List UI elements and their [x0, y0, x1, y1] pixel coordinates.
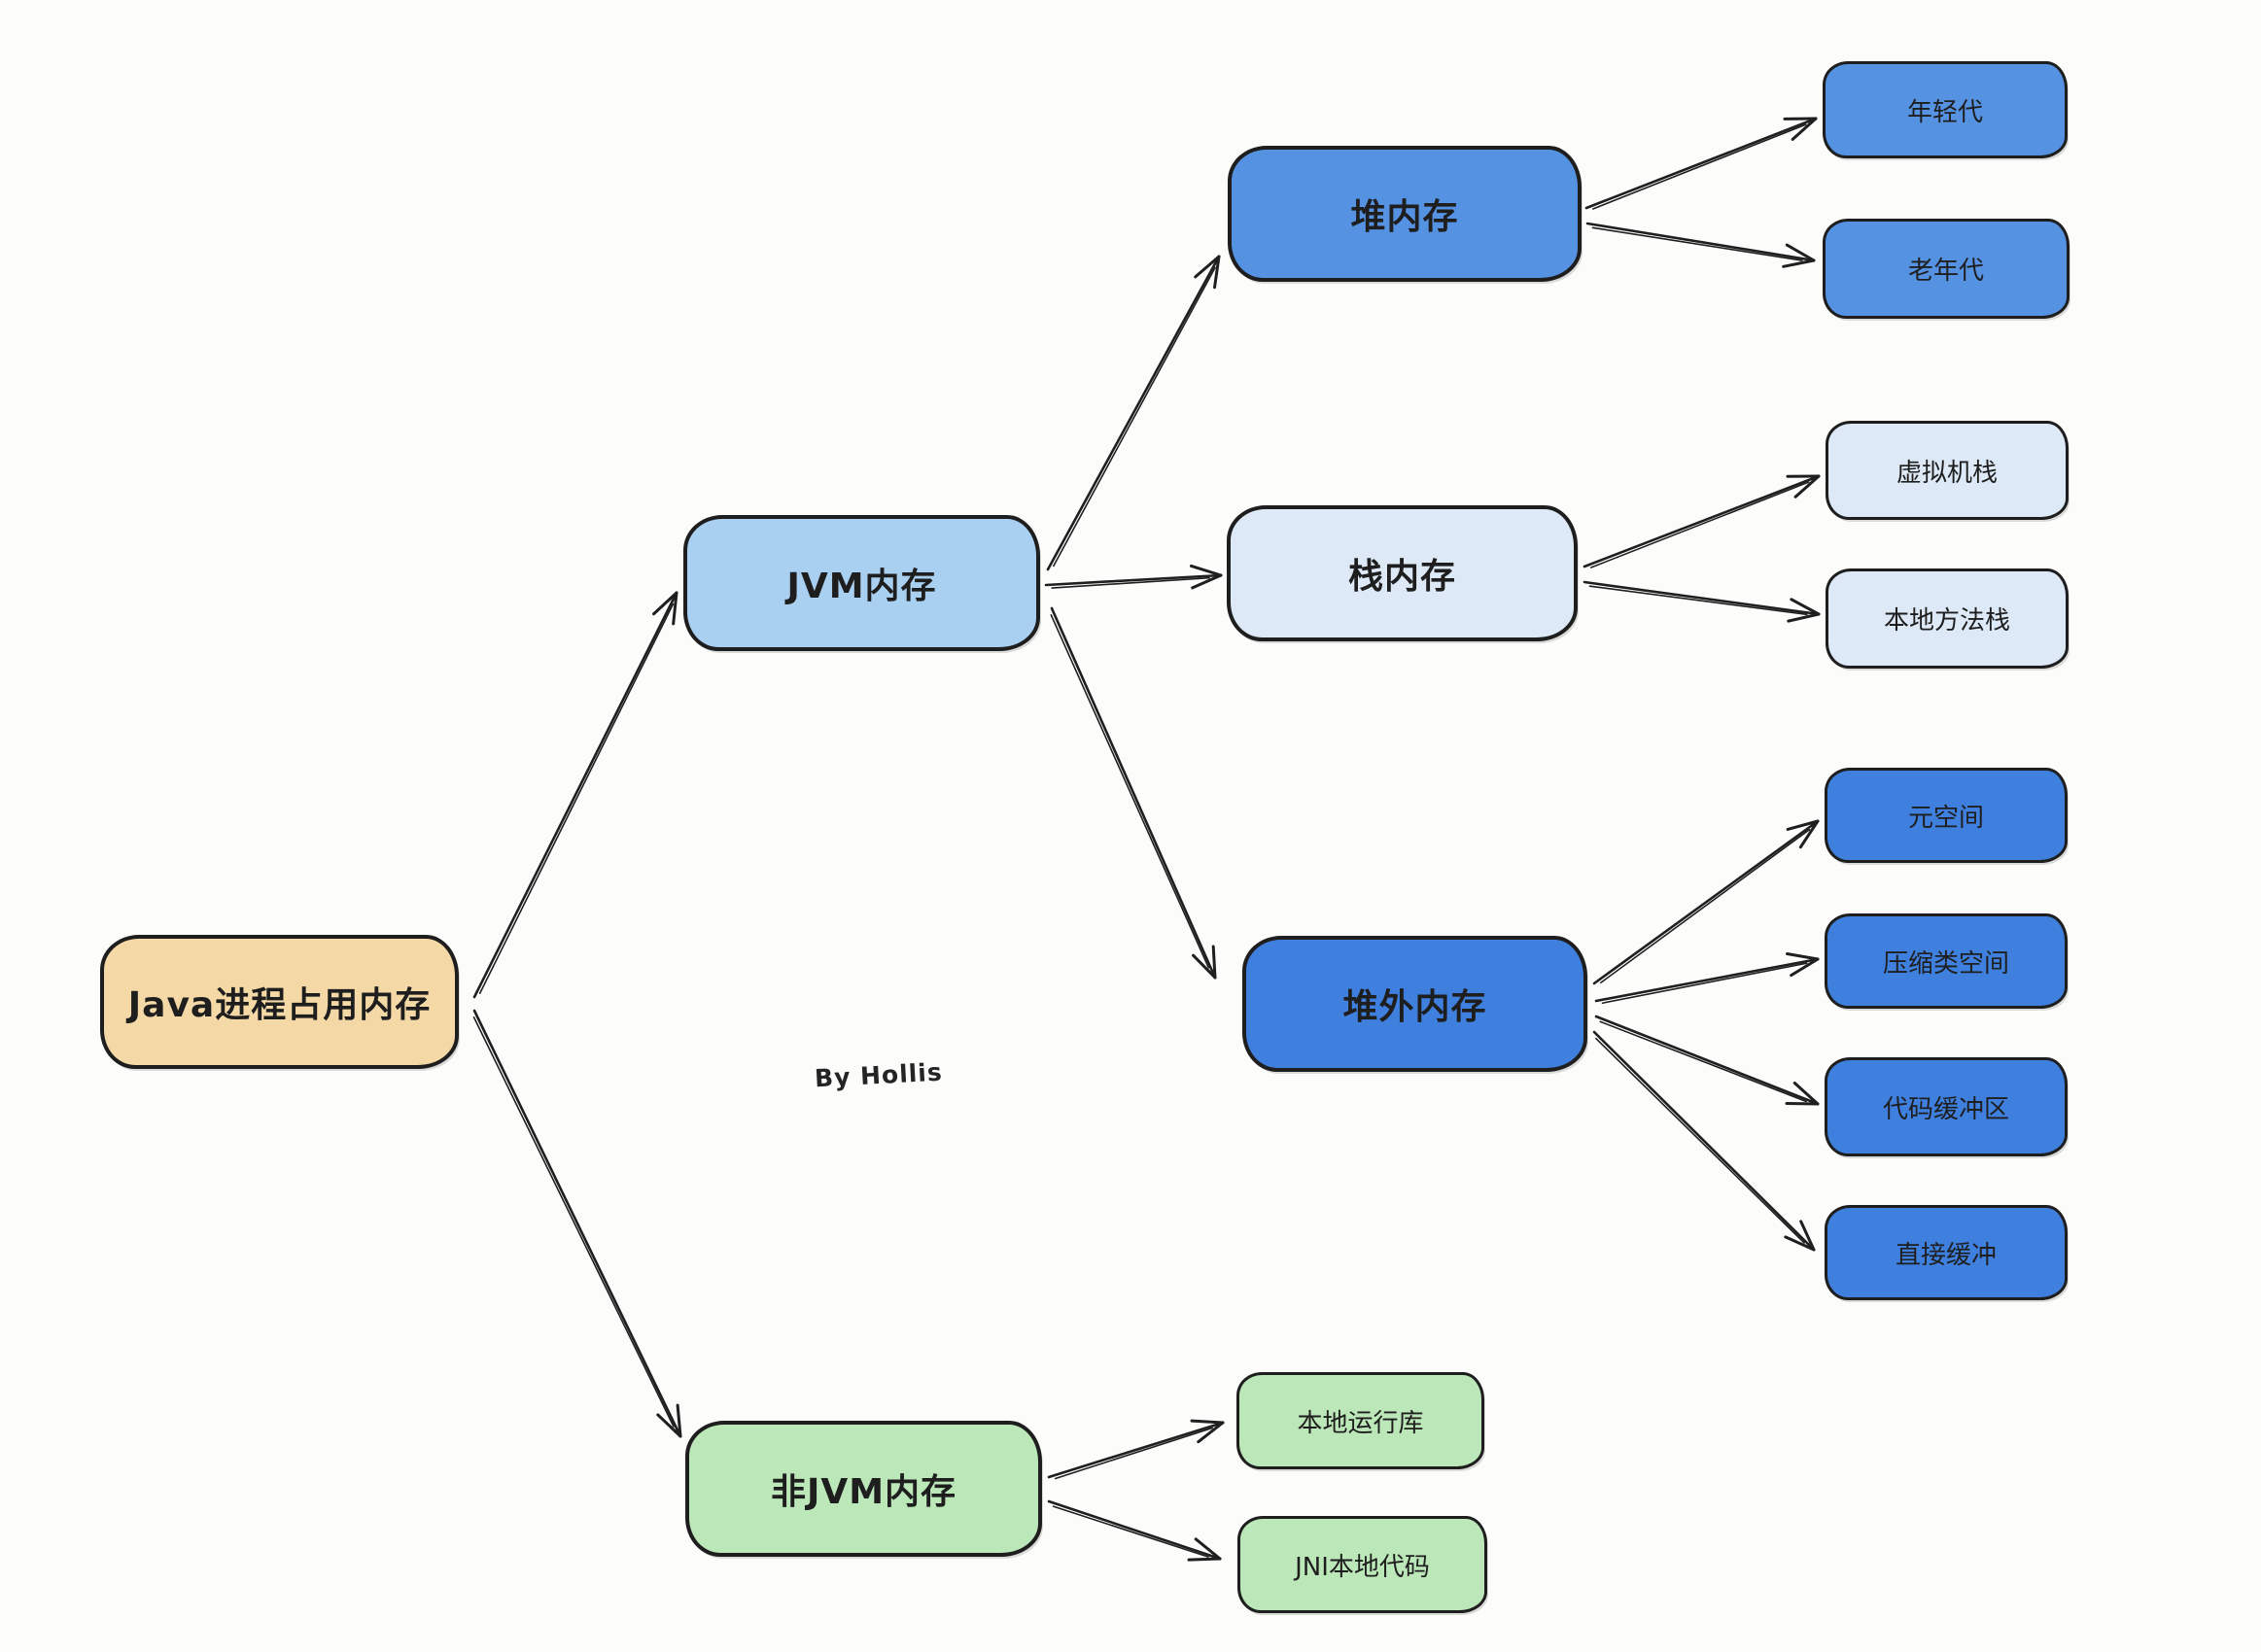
- node-label: 元空间: [1907, 803, 1984, 833]
- node-heap[interactable]: 堆内存: [1228, 146, 1582, 282]
- node-label: JVM内存: [786, 567, 937, 606]
- edge-arrow-offheap-directbuffer: [1592, 1030, 1816, 1252]
- edge-arrow-heap-old: [1585, 222, 1816, 268]
- node-nativestack[interactable]: 本地方法栈: [1826, 568, 2069, 669]
- node-label: JNI本地代码: [1295, 1552, 1430, 1582]
- node-label: 本地运行库: [1297, 1408, 1424, 1438]
- node-label: 堆内存: [1350, 197, 1459, 237]
- edge-arrow-offheap-metaspace: [1592, 819, 1820, 985]
- node-offheap[interactable]: 堆外内存: [1242, 936, 1587, 1072]
- edge-arrow-jvm-offheap: [1050, 606, 1217, 980]
- node-label: 老年代: [1907, 257, 1984, 286]
- edge-arrow-offheap-codecache: [1594, 1015, 1820, 1106]
- node-young[interactable]: 年轻代: [1823, 61, 2068, 158]
- node-codecache[interactable]: 代码缓冲区: [1825, 1057, 2068, 1156]
- edge-arrow-jvm-heap: [1046, 255, 1221, 571]
- node-label: 虚拟机栈: [1896, 458, 1998, 488]
- edge-arrow-jvm-stack: [1044, 564, 1223, 590]
- node-label: 堆外内存: [1342, 987, 1487, 1027]
- edge-arrow-nonjvm-jnicode: [1047, 1499, 1222, 1562]
- edge-arrow-root-nonjvm: [472, 1009, 682, 1438]
- node-label: 栈内存: [1347, 557, 1456, 597]
- node-label: 年轻代: [1906, 97, 1983, 127]
- node-directbuffer[interactable]: 直接缓冲: [1825, 1205, 2068, 1300]
- edge-arrow-stack-vmstack: [1583, 474, 1821, 568]
- edge-arrow-heap-young: [1584, 117, 1818, 210]
- node-nativelib[interactable]: 本地运行库: [1236, 1372, 1484, 1469]
- node-old[interactable]: 老年代: [1823, 219, 2070, 319]
- node-vmstack[interactable]: 虚拟机栈: [1826, 421, 2069, 520]
- edge-arrow-root-jvm: [472, 591, 678, 999]
- node-label: 本地方法栈: [1883, 606, 2010, 636]
- node-jvm[interactable]: JVM内存: [683, 515, 1040, 651]
- edge-arrow-nonjvm-nativelib: [1047, 1419, 1225, 1480]
- node-metaspace[interactable]: 元空间: [1825, 768, 2068, 863]
- node-label: Java进程占用内存: [127, 985, 432, 1025]
- node-root[interactable]: Java进程占用内存: [100, 935, 459, 1069]
- node-label: 代码缓冲区: [1882, 1094, 2009, 1124]
- node-compressedclass[interactable]: 压缩类空间: [1825, 913, 2068, 1009]
- edge-arrow-offheap-compressedclass: [1594, 951, 1820, 1005]
- edge-arrow-stack-nativestack: [1583, 580, 1821, 623]
- node-label: 非JVM内存: [770, 1472, 957, 1512]
- node-jnicode[interactable]: JNI本地代码: [1237, 1516, 1487, 1613]
- node-stack[interactable]: 栈内存: [1227, 505, 1578, 641]
- node-label: 直接缓冲: [1895, 1240, 1997, 1270]
- node-label: 压缩类空间: [1882, 948, 2009, 979]
- node-nonjvm[interactable]: 非JVM内存: [685, 1421, 1042, 1557]
